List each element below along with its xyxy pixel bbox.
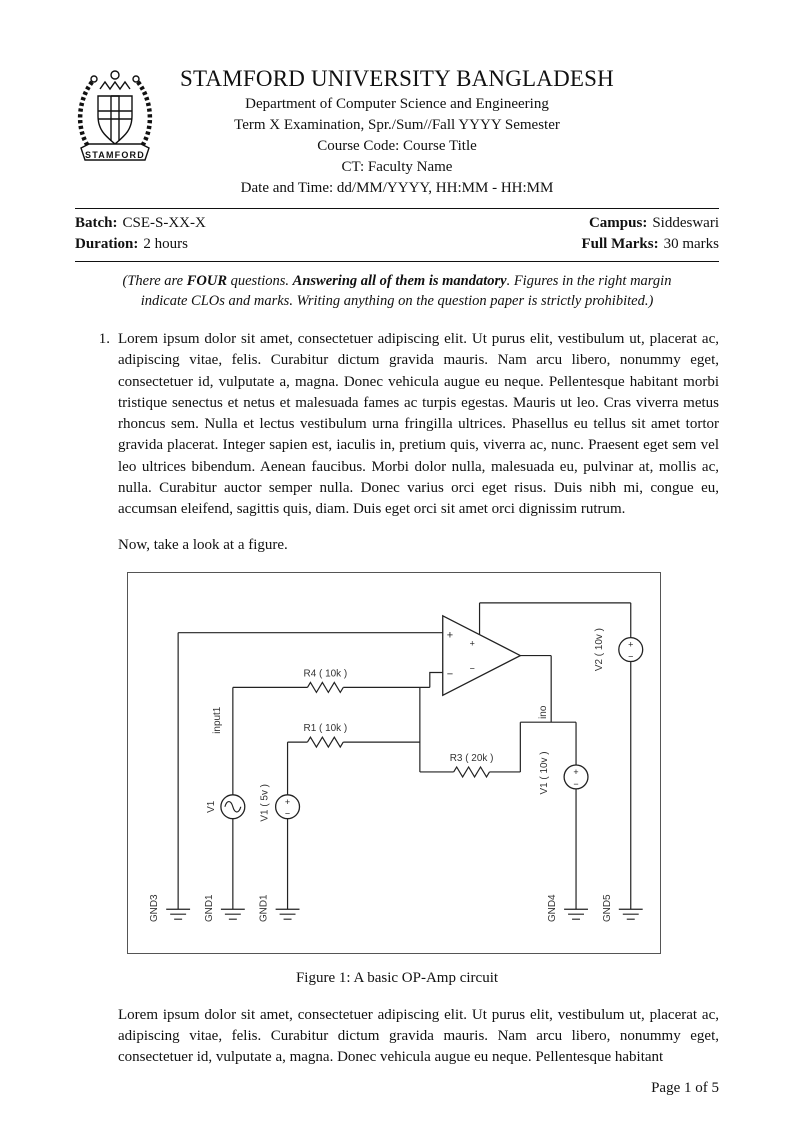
header: STAMFORD STAMFORD UNIVERSITY BANGLADESH … bbox=[75, 64, 719, 199]
full-marks-value: 30 marks bbox=[663, 236, 719, 252]
sine-wave-icon bbox=[224, 800, 242, 813]
question-1: 1. Lorem ipsum dolor sit amet, consectet… bbox=[93, 329, 719, 521]
figure-intro-text: Now, take a look at a figure. bbox=[118, 536, 288, 553]
crest-finial bbox=[132, 75, 140, 83]
wire-output bbox=[520, 654, 577, 723]
v1-10v-plus-sign: + bbox=[573, 767, 578, 777]
opamp-minus-sign: − bbox=[447, 668, 453, 680]
batch-label: Batch: bbox=[75, 215, 118, 231]
source-v1-5v bbox=[274, 793, 301, 820]
question-number: 1. bbox=[98, 331, 110, 347]
wires bbox=[177, 601, 632, 909]
crest-banner-text: STAMFORD bbox=[85, 150, 145, 160]
batch-value: CSE-S-XX-X bbox=[122, 215, 206, 231]
v2-plus-sign: + bbox=[628, 639, 633, 649]
label-gnd3: GND3 bbox=[149, 894, 160, 922]
note-text: (There are bbox=[122, 273, 187, 289]
datetime-line: Date and Time: dd/MM/YYYY, HH:MM - HH:MM bbox=[240, 180, 554, 196]
source-v1-10v bbox=[563, 764, 589, 790]
crest-finial bbox=[110, 70, 120, 80]
v1-10v-minus-sign: − bbox=[573, 779, 578, 789]
resistor-r3 bbox=[453, 765, 491, 778]
meta-row-1: Batch:CSE-S-XX-X Campus:Siddeswari bbox=[75, 213, 719, 234]
wreath-left bbox=[77, 80, 94, 148]
page-number: Page 1 of 5 bbox=[651, 1080, 719, 1096]
v1-5v-plus-sign: + bbox=[285, 796, 290, 806]
label-r1: R1 ( 10k ) bbox=[304, 723, 348, 734]
campus-value: Siddeswari bbox=[652, 215, 719, 231]
page-content: STAMFORD STAMFORD UNIVERSITY BANGLADESH … bbox=[75, 64, 719, 1066]
label-v1-10v: V1 ( 10v ) bbox=[539, 751, 550, 794]
opamp-triangle bbox=[442, 614, 522, 697]
opamp-plus-sign: + bbox=[447, 629, 453, 641]
wire-r3 bbox=[419, 721, 521, 773]
ground-icon-gnd5 bbox=[618, 908, 643, 920]
ground-symbols bbox=[166, 908, 643, 920]
crest-cross-horizontal bbox=[98, 110, 132, 120]
label-input1: input1 bbox=[212, 706, 223, 734]
question-body: Lorem ipsum dolor sit amet, consectetuer… bbox=[118, 331, 719, 518]
label-v2-10v: V2 ( 10v ) bbox=[594, 628, 605, 671]
term-line: Term X Examination, Spr./Sum//Fall YYYY … bbox=[234, 117, 560, 133]
note-bold-four: FOUR bbox=[186, 273, 227, 289]
ground-icon-gnd1b bbox=[275, 908, 300, 920]
opamp-inner-plus-sign: + bbox=[470, 638, 475, 648]
course-line: Course Code: Course Title bbox=[317, 138, 477, 154]
label-ino: ino bbox=[538, 705, 549, 719]
label-gnd4: GND4 bbox=[547, 894, 558, 922]
ground-icon-gnd3 bbox=[166, 908, 191, 920]
wire-v2-rail bbox=[478, 601, 632, 909]
v2-minus-sign: − bbox=[628, 651, 633, 661]
duration: Duration:2 hours bbox=[75, 234, 188, 255]
note-text: questions. bbox=[227, 273, 293, 289]
batch: Batch:CSE-S-XX-X bbox=[75, 213, 206, 234]
label-r3: R3 ( 20k ) bbox=[450, 753, 494, 764]
ct-line: CT: Faculty Name bbox=[341, 159, 453, 175]
full-marks: Full Marks:30 marks bbox=[581, 234, 719, 255]
v1-5v-minus-sign: − bbox=[285, 808, 290, 818]
wire-r4 bbox=[232, 671, 443, 688]
duration-label: Duration: bbox=[75, 236, 139, 252]
crest-cross-vertical bbox=[111, 95, 120, 141]
department-line: Department of Computer Science and Engin… bbox=[245, 96, 549, 112]
crest-icon: STAMFORD bbox=[77, 70, 153, 161]
university-logo: STAMFORD bbox=[73, 66, 157, 173]
opamp-inner-minus-sign: − bbox=[470, 663, 475, 673]
ground-icon-gnd1a bbox=[220, 908, 245, 920]
label-gnd1a: GND1 bbox=[204, 894, 215, 922]
note-text: . Figures in the right margin indicate C… bbox=[140, 273, 672, 309]
note-bold-mandatory: Answering all of them is mandatory bbox=[292, 273, 507, 289]
figure-caption: Figure 1: A basic OP-Amp circuit bbox=[295, 969, 499, 986]
label-gnd1b: GND1 bbox=[259, 894, 270, 922]
crest-finial bbox=[90, 75, 98, 83]
figure-box: + − + − + − + − + − bbox=[127, 571, 661, 954]
meta-row-2: Duration:2 hours Full Marks:30 marks bbox=[75, 234, 719, 255]
full-marks-label: Full Marks: bbox=[581, 236, 659, 252]
ground-icon-gnd4 bbox=[564, 908, 588, 920]
resistor-r1 bbox=[306, 735, 344, 748]
university-name: STAMFORD UNIVERSITY BANGLADESH bbox=[180, 66, 614, 91]
campus-label: Campus: bbox=[588, 215, 648, 231]
opamp-circuit-figure: + − + − + − + − + − bbox=[149, 601, 644, 922]
wreath-right bbox=[136, 80, 153, 148]
meta-block: Batch:CSE-S-XX-X Campus:Siddeswari Durat… bbox=[75, 209, 719, 261]
source-v2-10v bbox=[618, 636, 644, 662]
crest-banner bbox=[80, 143, 150, 161]
label-r4: R4 ( 10k ) bbox=[304, 668, 348, 679]
closing-paragraph: Lorem ipsum dolor sit amet, consectetuer… bbox=[118, 1006, 719, 1066]
label-v1-5v: V1 ( 5v ) bbox=[260, 784, 271, 822]
divider-top bbox=[75, 208, 719, 209]
label-v1: V1 bbox=[206, 800, 217, 813]
label-gnd5: GND5 bbox=[602, 894, 613, 922]
instructions-note: (There are FOUR questions. Answering all… bbox=[101, 271, 693, 311]
crest-crown bbox=[99, 80, 131, 91]
resistor-r4 bbox=[306, 680, 344, 694]
duration-value: 2 hours bbox=[143, 236, 188, 252]
campus: Campus:Siddeswari bbox=[589, 213, 719, 234]
crest-shield bbox=[97, 95, 133, 145]
divider-bottom bbox=[75, 261, 719, 262]
